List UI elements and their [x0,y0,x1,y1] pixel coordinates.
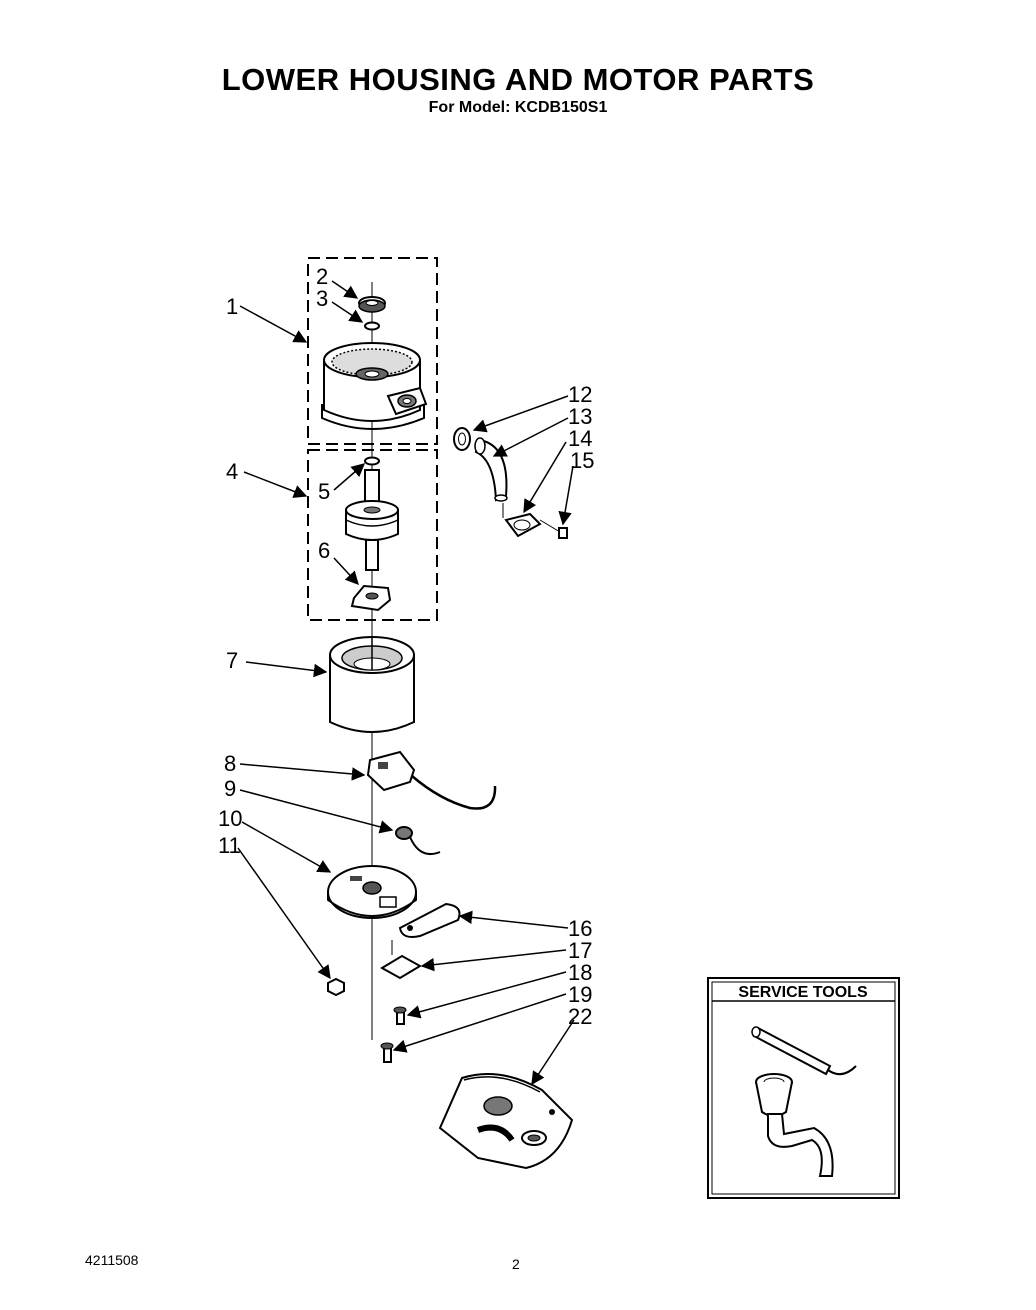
leader-line-17 [420,949,567,972]
part-18-screw-drawing [393,1006,407,1025]
part-22-parts-bag-drawing [438,1073,574,1170]
callout-15: 15 [570,448,594,473]
leader-line-22 [531,1019,575,1086]
leader-lines [237,280,861,1135]
leader-line-1 [239,305,308,343]
part-7-stator-drawing [329,636,415,733]
leader-line-9 [239,789,394,834]
callout-14: 14 [568,426,592,451]
callout-17: 17 [568,938,592,963]
leader-line-2 [331,280,359,299]
part-17-label-drawing [380,954,422,980]
part-15-screw-drawing [539,519,568,539]
callout-3: 3 [316,286,328,311]
leader-line-16 [458,910,569,929]
part-14-flange-drawing [502,503,542,538]
callout-7: 7 [226,648,238,673]
callout-5: 5 [318,479,330,504]
part-21-elbow-tool-drawing [755,1073,834,1177]
callout-11: 11 [218,833,241,858]
callout-18: 18 [568,960,592,985]
leader-line-6 [333,557,359,585]
part-20-tool-drawing [751,1026,857,1076]
leader-line-8 [239,763,366,781]
callout-1: 1 [226,294,238,319]
callout-22: 22 [568,1004,592,1029]
service-tools-title: SERVICE TOOLS [738,984,868,1001]
part-10-base-plate-drawing [327,865,417,919]
leader-line-5 [333,463,366,491]
callout-19: 19 [568,982,592,1007]
callout-9: 9 [224,776,236,801]
leader-line-13 [492,417,569,457]
part-12-gasket-drawing [453,427,471,451]
leader-line-12 [472,395,569,433]
document-number: 4211508 [85,1252,139,1268]
leader-line-14 [523,441,567,514]
leader-line-19 [392,993,567,1053]
part-9-plug-drawing [395,826,441,856]
part-16-cover-drawing [398,902,461,938]
service-tools-box: SERVICE TOOLS [707,977,900,1199]
leader-line-7 [245,661,328,678]
part-3-washer-drawing [364,321,380,331]
callout-2: 2 [316,264,328,289]
leader-line-4 [243,471,308,498]
leader-line-11 [237,847,331,980]
callout-13: 13 [568,404,592,429]
callout-6: 6 [318,538,330,563]
leader-line-3 [331,301,364,323]
page-number: 2 [512,1256,520,1272]
leader-line-10 [241,821,332,873]
leader-line-18 [406,971,567,1019]
part-11-nut-drawing [327,977,345,997]
part-2-bearing-drawing [358,296,386,313]
model-subtitle: For Model: KCDB150S1 [428,99,608,116]
callout-8: 8 [224,751,236,776]
callout-10: 10 [218,806,242,831]
part-1-lower-housing-drawing [321,342,428,430]
part-19-screw-drawing [380,1042,394,1063]
callout-4: 4 [226,459,238,484]
leader-line-15 [558,465,574,526]
part-4-rotor-drawing [345,469,399,571]
part-6-bracket-drawing [350,584,392,612]
part-8-switch-drawing [366,750,497,810]
callout-16: 16 [568,916,592,941]
page-title: LOWER HOUSING AND MOTOR PARTS [221,62,815,97]
callout-12: 12 [568,382,592,407]
part-5-washer-drawing [364,456,380,466]
part-13-elbow-drawing [474,437,508,502]
